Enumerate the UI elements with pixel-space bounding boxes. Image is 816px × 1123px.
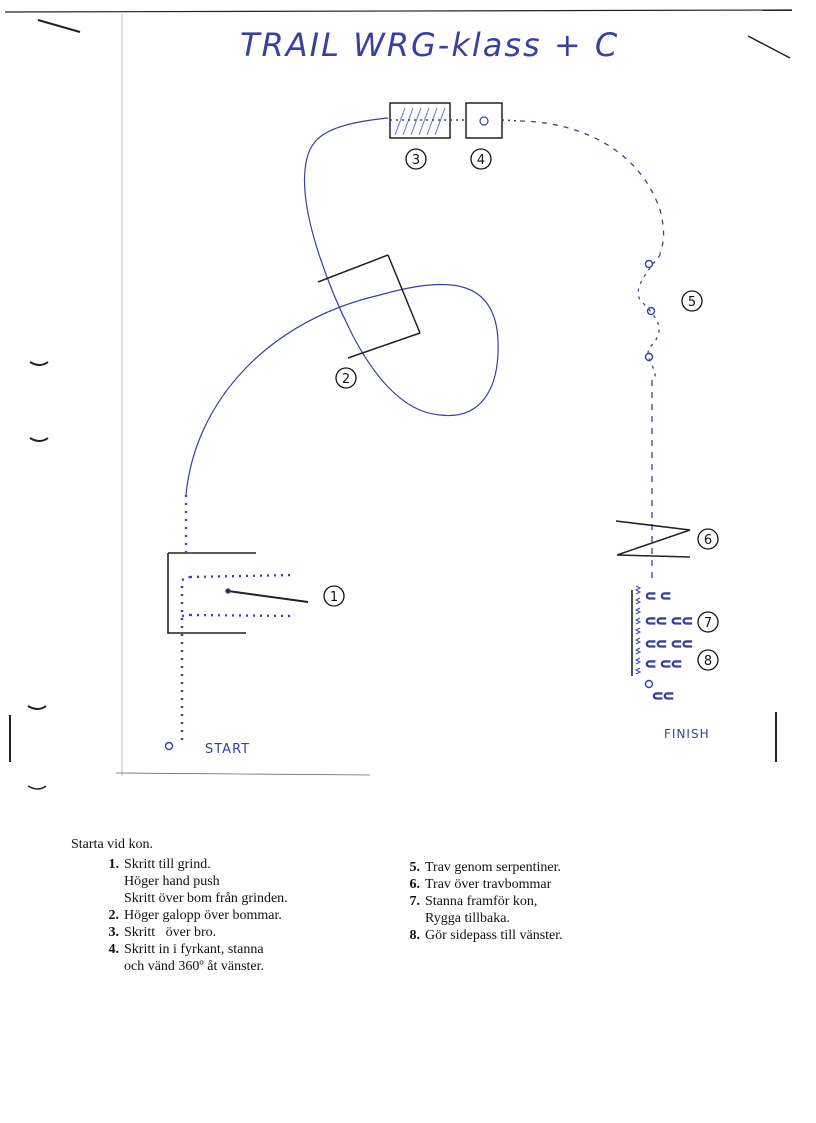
serpentine-obstacle [637, 254, 661, 381]
instructions: Starta vid kon. 1. Skritt till grind. Hö… [71, 836, 771, 974]
marker-4 [470, 148, 492, 170]
step-text: Stanna framför kon, [425, 894, 538, 909]
instructions-intro: Starta vid kon. [71, 837, 154, 852]
lope-poles-obstacle [317, 254, 421, 359]
marker-2-label: 2 [342, 372, 350, 387]
marker-3-label: 3 [412, 153, 420, 168]
step-number: 1. [108, 857, 120, 872]
obstacle-markers [323, 148, 719, 671]
step-number: 6. [409, 877, 421, 892]
trot-poles-obstacle [615, 520, 691, 558]
marker-8-label: 8 [704, 654, 712, 669]
instructions-left-column: 1. Skritt till grind. Höger hand push Sk… [99, 856, 399, 975]
page-frame [4, 9, 793, 790]
step-number: 5. [409, 860, 421, 875]
start-label: START [205, 742, 250, 757]
lope-loop [185, 117, 499, 496]
instruction-step-3: 3. Skritt över bro. [99, 924, 399, 941]
trail-course-diagram: TRAIL WRG-klass + C [4, 9, 793, 790]
step-number: 2. [108, 908, 120, 923]
marker-1 [323, 585, 345, 607]
step-text: Gör sidepass till vänster. [425, 928, 563, 943]
step-text: och vänd 360º åt vänster. [124, 959, 265, 974]
instruction-step-1: 1. Skritt till grind. Höger hand push Sk… [99, 856, 399, 907]
sidepass-obstacle: ⊂ ⊂ ⊂⊂ ⊂⊂ ⊂⊂ ⊂⊂ ⊂ ⊂⊂ ⊂⊂ [631, 585, 693, 705]
instructions-right-column: 5. Trav genom serpentiner. 6. Trav över … [400, 859, 740, 944]
instruction-step-2: 2. Höger galopp över bommar. [99, 907, 399, 924]
path-to-serpentine [519, 120, 665, 256]
bridge-obstacle [389, 102, 451, 139]
marker-2 [335, 367, 357, 389]
svg-text:⊂ ⊂⊂: ⊂ ⊂⊂ [645, 657, 682, 672]
svg-text:⊂⊂ ⊂⊂: ⊂⊂ ⊂⊂ [645, 614, 693, 629]
step-text: Trav över travbommar [425, 877, 552, 892]
marker-5-label: 5 [688, 295, 696, 310]
marker-7-label: 7 [704, 616, 712, 631]
step-text: Skritt över bom från grinden. [124, 891, 288, 906]
svg-text:⊂⊂: ⊂⊂ [652, 689, 674, 704]
instruction-step-5: 5. Trav genom serpentiner. [400, 859, 740, 876]
step-number: 8. [409, 928, 421, 943]
marker-7 [697, 611, 719, 633]
svg-text:⊂⊂ ⊂⊂: ⊂⊂ ⊂⊂ [645, 637, 693, 652]
marker-5 [681, 290, 703, 312]
instruction-step-6: 6. Trav över travbommar [400, 876, 740, 893]
step-text: Skritt till grind. [124, 857, 211, 872]
step-text: Skritt över bro. [124, 925, 217, 940]
step-text: Höger hand push [124, 874, 220, 889]
instruction-step-7: 7. Stanna framför kon, Rygga tillbaka. [400, 893, 740, 927]
step-text: Skritt in i fyrkant, stanna [124, 942, 264, 957]
marker-8 [697, 649, 719, 671]
step-number: 4. [108, 942, 120, 957]
marker-4-label: 4 [477, 153, 485, 168]
instruction-step-8: 8. Gör sidepass till vänster. [400, 927, 740, 944]
turn-box-obstacle [450, 102, 521, 139]
step-text: Trav genom serpentiner. [425, 860, 561, 875]
svg-text:⊂ ⊂: ⊂ ⊂ [645, 589, 671, 604]
instruction-step-4: 4. Skritt in i fyrkant, stanna och vänd … [99, 941, 399, 975]
marker-6 [697, 528, 719, 550]
marker-6-label: 6 [704, 533, 712, 548]
marker-3 [405, 148, 427, 170]
gate-obstacle [167, 552, 309, 634]
step-text: Höger galopp över bommar. [124, 908, 282, 923]
step-text: Rygga tillbaka. [425, 911, 510, 926]
marker-1-label: 1 [330, 590, 338, 605]
course-title: TRAIL WRG-klass + C [240, 26, 619, 64]
start-cone [164, 741, 174, 751]
finish-label: FINISH [664, 727, 710, 741]
step-number: 7. [409, 894, 421, 909]
step-number: 3. [108, 925, 120, 940]
